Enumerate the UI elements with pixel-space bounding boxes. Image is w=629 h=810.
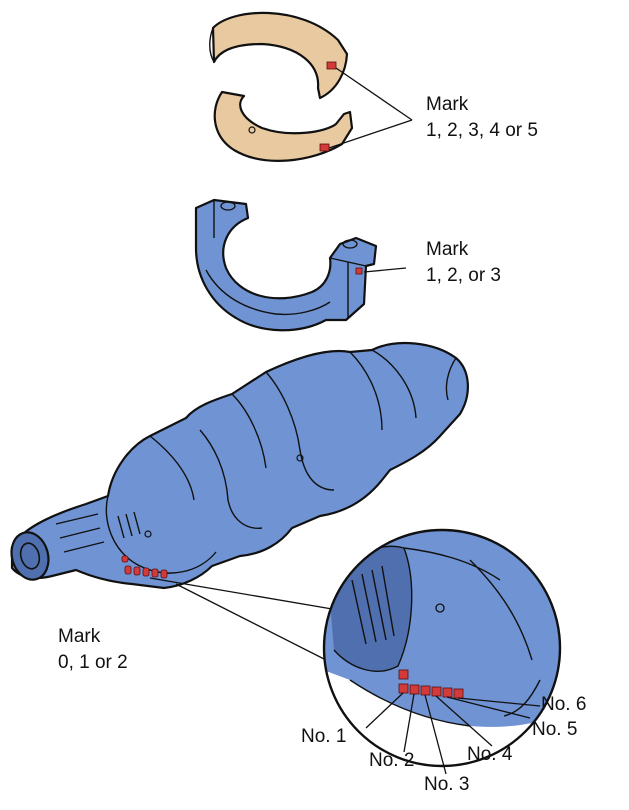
bearing-mark-title: Mark [426,94,469,115]
detail-mark-3 [421,686,430,695]
crank-mark-1 [125,566,131,574]
crank-mark-2 [134,567,140,575]
bearing-mark-values: 1, 2, 3, 4 or 5 [426,120,538,141]
upper-bearing-shell [213,13,347,98]
crank-mark-values: 0, 1 or 2 [58,652,128,673]
upper-shell-mark [327,62,336,69]
crank-mark-3 [143,568,149,576]
journal-label-6: No. 6 [541,694,586,715]
detail-mark-4 [432,687,441,696]
detail-mark-1 [399,684,408,693]
cap-mark-title: Mark [426,239,469,260]
detail-mark-top [399,670,408,679]
journal-label-3: No. 3 [424,774,469,795]
detail-mark-5 [443,688,452,697]
bearing-cap [196,200,406,330]
bearing-shell-pair [210,13,412,161]
journal-label-4: No. 4 [467,744,513,765]
crank-mark-4 [152,569,158,577]
cap-mark-values: 1, 2, or 3 [426,265,501,286]
journal-label-1: No. 1 [301,726,346,747]
lower-shell-mark [320,144,329,151]
detail-mark-6 [454,689,463,698]
journal-label-2: No. 2 [369,750,414,771]
detail-mark-2 [410,685,419,694]
crank-mark-title: Mark [58,626,101,647]
journal-label-5: No. 5 [532,719,577,740]
crank-mark-5 [161,570,167,578]
lower-bearing-shell [215,92,352,161]
cap-mark [356,268,362,274]
crank-mark-top [122,556,128,562]
